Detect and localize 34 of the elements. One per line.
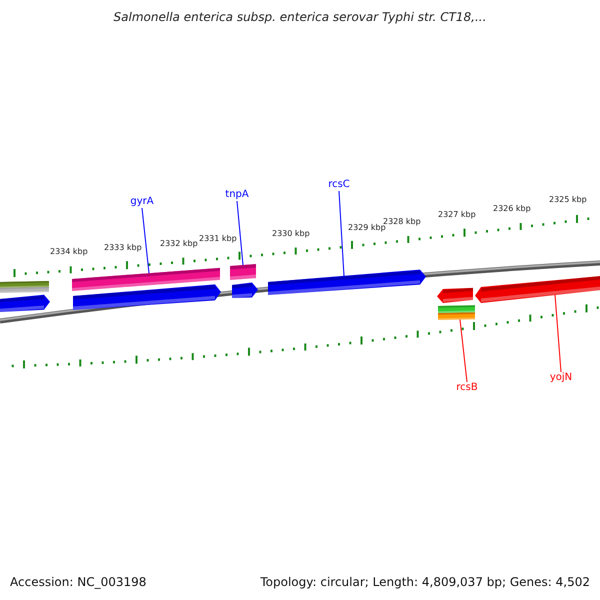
scale-label: 2331 kbp <box>199 234 237 244</box>
gene-label: yojN <box>550 372 572 384</box>
gene-feature <box>73 284 221 310</box>
gene-label: tnpA <box>225 189 249 201</box>
scale-label: 2328 kbp <box>383 217 421 226</box>
gene-feature <box>0 294 50 312</box>
scale-label: 2326 kbp <box>493 204 531 214</box>
leader-line <box>554 294 562 372</box>
gene-label: rcsB <box>456 382 478 394</box>
gene-feature <box>230 264 256 280</box>
gene-feature <box>232 282 258 298</box>
gene-feature <box>268 270 426 295</box>
diagram-title: Salmonella enterica subsp. enterica serovar Typhi str. CT18,... <box>112 10 488 24</box>
gene-feature <box>438 312 475 320</box>
genome-info-text: Topology: circular; Length: 4,809,037 bp; Genes: 4,502 <box>260 575 590 589</box>
leader-line <box>142 208 150 274</box>
gene-feature <box>437 288 473 303</box>
accession-text: Accession: NC_003198 <box>10 575 146 589</box>
gene-feature <box>438 305 475 313</box>
scale-label: 2325 kbp <box>549 195 587 205</box>
gene-feature <box>475 276 600 303</box>
gene-feature <box>0 281 49 288</box>
scale-label: 2333 kbp <box>104 243 142 253</box>
leader-line <box>460 319 468 382</box>
leader-line <box>236 200 244 266</box>
scale-label: 2334 kbp <box>50 247 88 257</box>
gene-label: rcsC <box>328 179 350 191</box>
gene-label: gyrA <box>130 196 154 208</box>
scale-label: 2327 kbp <box>438 210 476 220</box>
scale-label: 2332 kbp <box>160 239 198 249</box>
gene-feature <box>0 287 49 293</box>
leader-line <box>338 190 344 277</box>
scale-label: 2330 kbp <box>272 229 310 239</box>
scale-label: 2329 kbp <box>348 223 386 233</box>
